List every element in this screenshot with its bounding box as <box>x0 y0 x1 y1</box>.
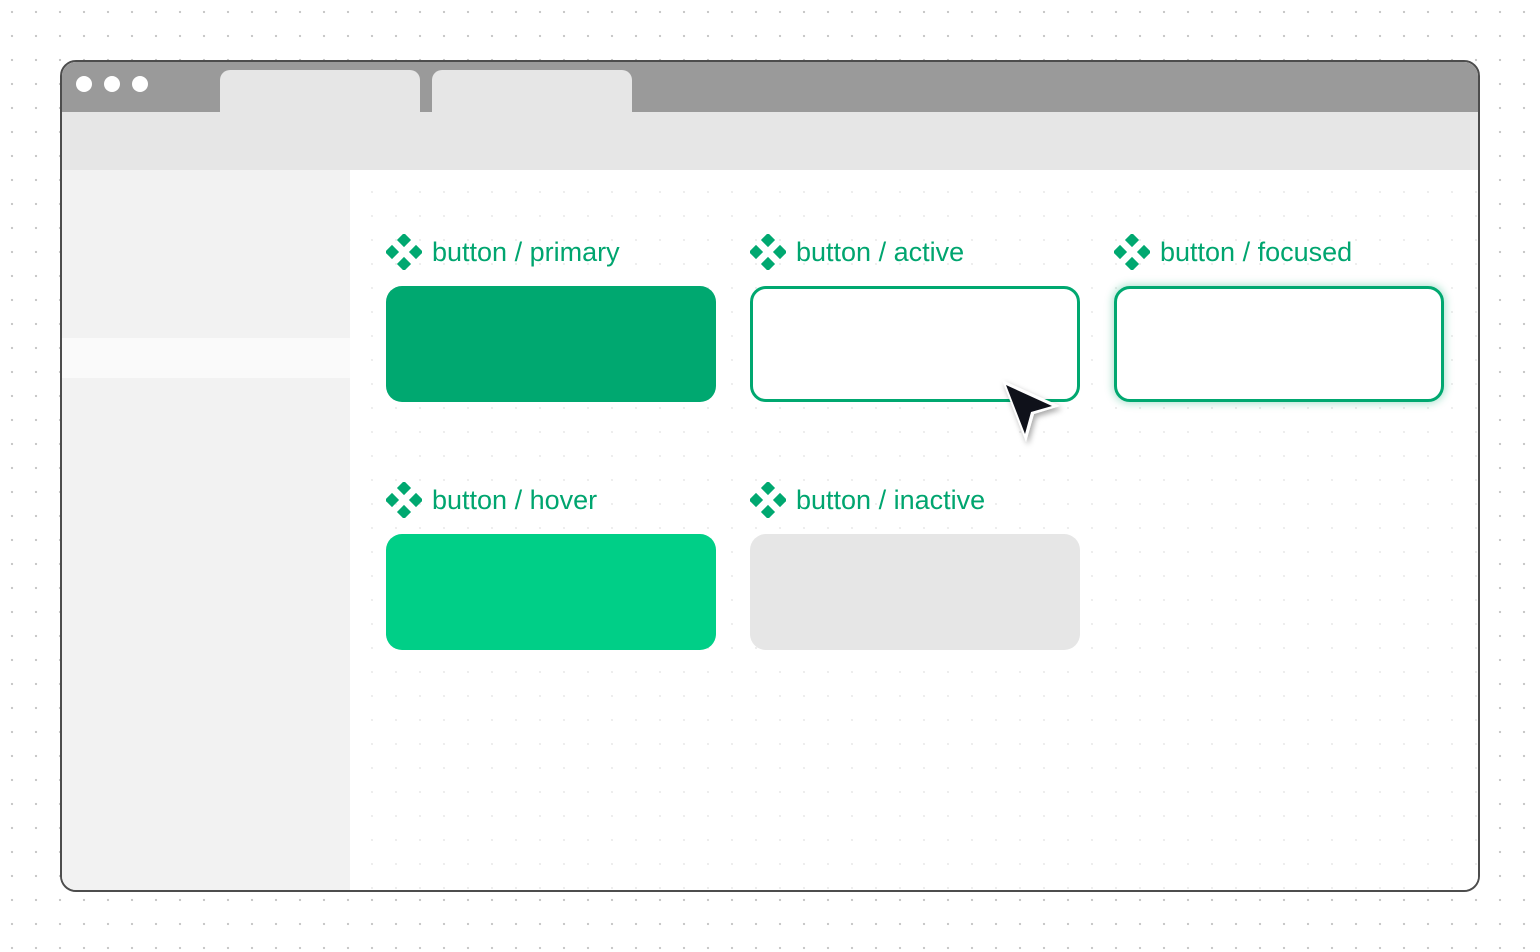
component-label-text: button / focused <box>1160 236 1353 267</box>
browser-window <box>60 60 1480 892</box>
component-label-text: button / hover <box>432 484 598 515</box>
window-control-dot[interactable] <box>132 76 148 92</box>
component-icon <box>750 482 786 518</box>
primary-button[interactable] <box>386 286 716 402</box>
component-label-text: button / inactive <box>796 484 986 515</box>
window-control-dot[interactable] <box>104 76 120 92</box>
component-label: button / inactive <box>750 482 985 518</box>
component-icon <box>750 234 786 270</box>
inactive-button <box>750 534 1080 650</box>
sidebar-item-selected[interactable] <box>62 338 350 378</box>
sidebar <box>62 170 350 890</box>
focused-button[interactable] <box>1114 286 1444 402</box>
browser-tab-2[interactable] <box>432 70 632 112</box>
component-icon <box>1114 234 1150 270</box>
component-icon <box>386 482 422 518</box>
browser-toolbar <box>62 112 1478 170</box>
component-label-text: button / active <box>796 236 965 267</box>
main-canvas <box>350 170 1478 890</box>
window-control-dot[interactable] <box>76 76 92 92</box>
component-label: button / active <box>750 234 964 270</box>
component-label: button / primary <box>386 234 620 270</box>
component-label: button / hover <box>386 482 597 518</box>
active-button[interactable] <box>750 286 1080 402</box>
component-icon <box>386 234 422 270</box>
title-bar <box>62 62 1478 112</box>
hover-button[interactable] <box>386 534 716 650</box>
browser-tab-1[interactable] <box>220 70 420 112</box>
component-label-text: button / primary <box>432 236 620 267</box>
component-label: button / focused <box>1114 234 1352 270</box>
